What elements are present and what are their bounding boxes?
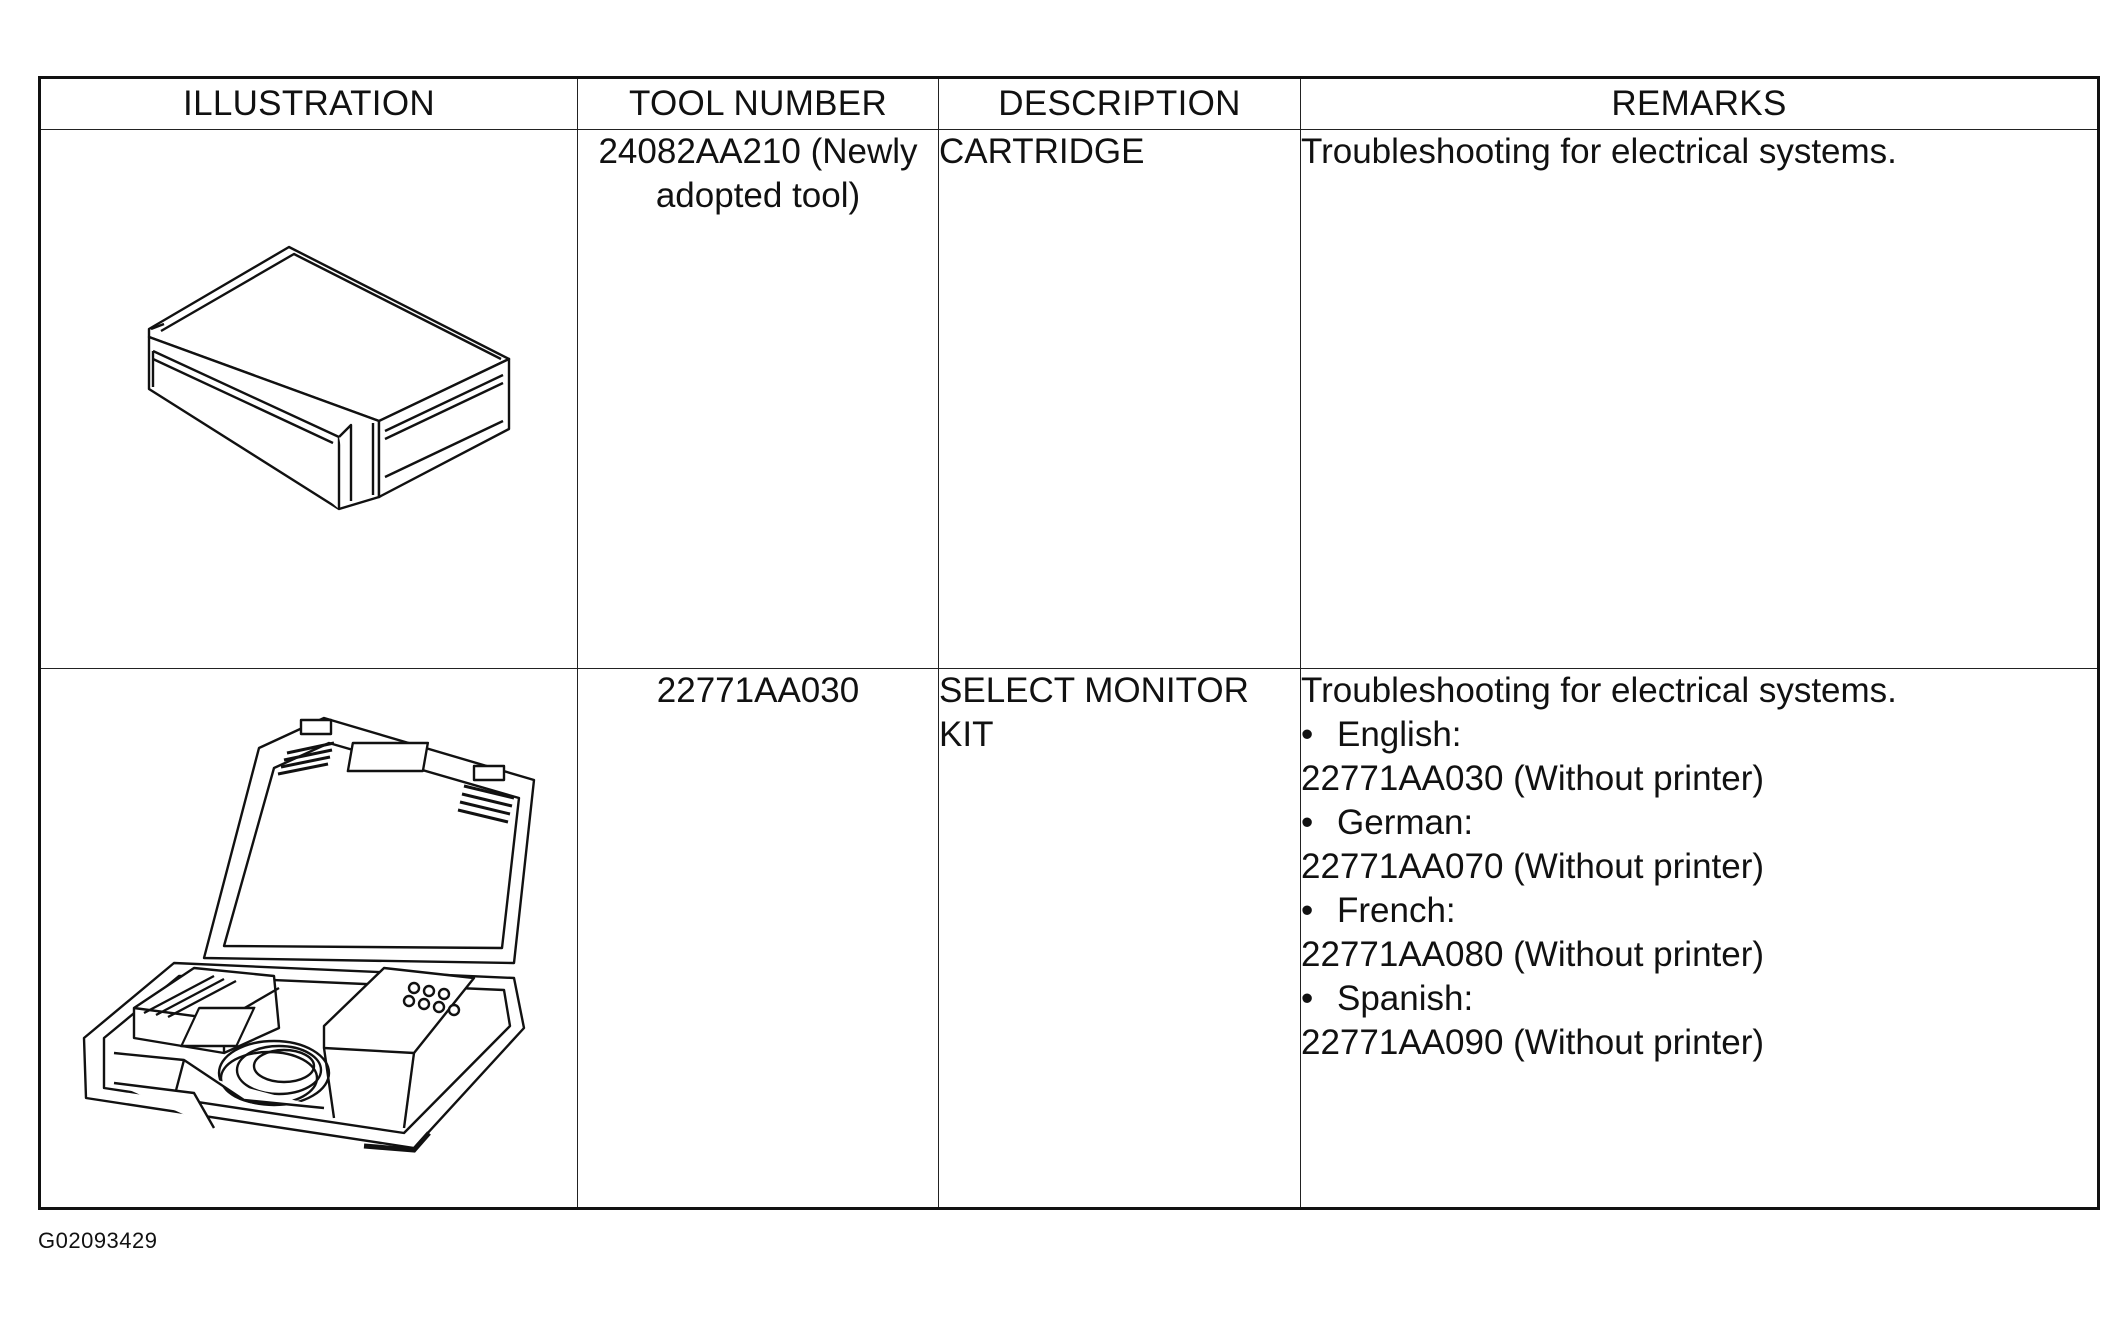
remarks-language-item: • English:	[1301, 713, 2097, 757]
table-row: 22771AA030 SELECT MONITOR KIT Troublesho…	[39, 668, 2099, 1209]
remarks-language: English:	[1337, 715, 1462, 754]
tool-number-cell: 24082AA210 (Newly adopted tool)	[577, 129, 939, 669]
remarks-intro: Troubleshooting for electrical systems.	[1301, 132, 1897, 171]
remarks-language: German:	[1337, 803, 1474, 842]
remarks-cell: Troubleshooting for electrical systems.	[1300, 129, 2099, 669]
tool-table: ILLUSTRATION TOOL NUMBER DESCRIPTION REM…	[38, 76, 2100, 1210]
header-description: DESCRIPTION	[938, 77, 1301, 130]
table-row: 24082AA210 (Newly adopted tool) CARTRIDG…	[39, 129, 2099, 669]
description-cell: CARTRIDGE	[938, 129, 1301, 669]
remarks-part-number: 22771AA070 (Without printer)	[1301, 847, 1765, 886]
remarks-part-number: 22771AA080 (Without printer)	[1301, 935, 1765, 974]
remarks-cell: Troubleshooting for electrical systems. …	[1300, 668, 2099, 1209]
description-cell: SELECT MONITOR KIT	[938, 668, 1301, 1209]
illustration-cell	[39, 668, 578, 1209]
remarks-language-item: • French:	[1301, 889, 2097, 933]
cartridge-illustration	[147, 245, 511, 511]
illustration-cell	[39, 129, 578, 669]
select-monitor-kit-illustration	[82, 716, 536, 1153]
figure-id: G02093429	[38, 1228, 158, 1253]
bullet-icon: •	[1301, 979, 1314, 1018]
remarks-language-item: • German:	[1301, 801, 2097, 845]
remarks-language: Spanish:	[1337, 979, 1474, 1018]
remarks-part-number: 22771AA090 (Without printer)	[1301, 1023, 1765, 1062]
remarks-part-number: 22771AA030 (Without printer)	[1301, 759, 1765, 798]
tool-number-cell: 22771AA030	[577, 668, 939, 1209]
header-illustration: ILLUSTRATION	[39, 77, 578, 130]
header-tool-number: TOOL NUMBER	[577, 77, 939, 130]
bullet-icon: •	[1301, 803, 1314, 842]
bullet-icon: •	[1301, 715, 1314, 754]
remarks-intro: Troubleshooting for electrical systems.	[1301, 671, 1897, 710]
header-row: ILLUSTRATION TOOL NUMBER DESCRIPTION REM…	[39, 77, 2099, 130]
bullet-icon: •	[1301, 891, 1314, 930]
header-remarks: REMARKS	[1300, 77, 2099, 130]
remarks-language: French:	[1337, 891, 1456, 930]
remarks-language-item: • Spanish:	[1301, 977, 2097, 1021]
